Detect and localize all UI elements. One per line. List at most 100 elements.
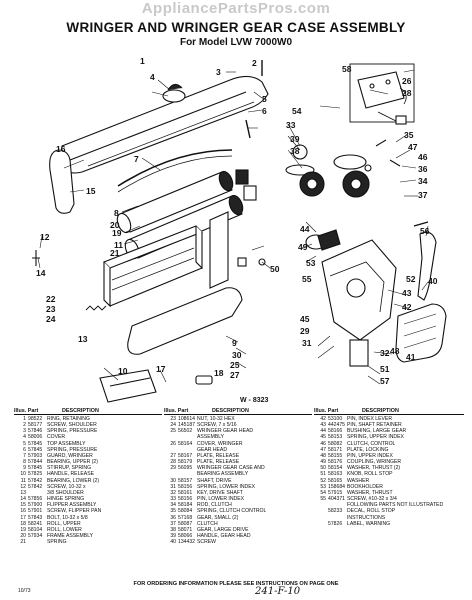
illus-no: 42 <box>320 416 326 422</box>
board-part <box>127 287 243 355</box>
part-no: 56502 <box>178 428 193 435</box>
watermark: AppliancePartsPros.com <box>141 0 331 17</box>
part-description: PIN, INDEX LEVER <box>347 416 393 422</box>
illus-no: 30 <box>170 477 176 484</box>
part-no: 58184 <box>178 502 193 509</box>
part-no: 58163 <box>328 471 343 478</box>
callout: 5 <box>262 94 267 104</box>
illus-no: 7 <box>23 452 26 459</box>
illus-no: 33 <box>170 496 176 503</box>
part-no: 98522 <box>28 416 43 422</box>
callout: 56 <box>420 226 430 236</box>
illus-no: 55 <box>320 496 326 503</box>
illus-no: 25 <box>170 428 176 435</box>
part-no: 57842 <box>28 477 43 484</box>
part-description: HINGE SPRING <box>47 496 85 503</box>
part-no: 158684 <box>328 483 345 490</box>
illus-no: 16 <box>20 508 26 515</box>
part-description: PLATE, RELEASE <box>197 459 240 466</box>
part-no: 145187 <box>178 422 195 429</box>
illus-no: 8 <box>23 459 26 466</box>
callout: 49 <box>298 242 308 252</box>
part-description: SCREW, 7 x 5/16 <box>197 422 237 429</box>
part-no: 57843 <box>28 514 43 521</box>
gear-handle-part <box>417 231 437 301</box>
part-description: FOLLOWING PARTS NOT ILLUSTRATED <box>347 502 444 509</box>
callout: 50 <box>270 264 280 274</box>
callout: 23 <box>46 304 56 314</box>
part-description: STIRRUP, SPRING <box>47 465 92 472</box>
part-no: 404371 <box>328 496 345 503</box>
table-row: INSTRUCTIONS <box>314 515 464 521</box>
part-no: 58156 <box>178 483 193 490</box>
illus-no: 29 <box>170 465 176 472</box>
table-row: BEARING ASSEMBLY <box>164 471 312 477</box>
part-no: 58154 <box>328 465 343 472</box>
illus-no: 40 <box>170 539 176 546</box>
illus-no: 27 <box>170 452 176 459</box>
part-no: 57825 <box>28 471 43 478</box>
part-description: HANDLE, RELEASE <box>47 471 94 478</box>
part-description: SCREW, SHOULDER <box>47 422 97 429</box>
callout: 10 <box>118 366 128 376</box>
illus-no: 47 <box>320 446 326 453</box>
illus-no: 4 <box>23 434 26 441</box>
part-description: BUSHING, LARGE GEAR <box>347 428 407 435</box>
callout: 42 <box>402 302 412 312</box>
upper-roll-part <box>116 170 234 234</box>
handwritten-note: 241-F-10 <box>255 586 301 597</box>
callout: 54 <box>292 106 302 116</box>
part-description: BEARING, UPPER (2) <box>47 459 98 466</box>
callout: 31 <box>302 338 312 348</box>
illus-no: 11 <box>20 477 26 484</box>
illus-no: 9 <box>23 465 26 472</box>
part-description: FLIPPER ASSEMBLY <box>47 502 97 509</box>
part-no: 442475 <box>328 422 345 429</box>
part-no: 58071 <box>178 526 193 533</box>
callout: 51 <box>380 364 390 374</box>
part-description: GEAR, SMALL (2) <box>197 514 239 521</box>
part-description: SCREW, #10-32 x 3/4 <box>347 496 397 503</box>
callout: 30 <box>232 350 242 360</box>
part-no: 58177 <box>28 422 43 429</box>
part-no: 58155 <box>328 452 343 459</box>
callout: 25 <box>230 360 240 370</box>
part-description: 3/8 SHOULDER <box>47 489 84 496</box>
table-row: ASSEMBLY <box>164 434 312 440</box>
part-description: SPRING, CLUTCH CONTROL <box>197 508 267 515</box>
part-no: 58104 <box>28 526 43 533</box>
callout: 16 <box>56 144 66 154</box>
callout: 24 <box>46 314 56 324</box>
part-no: 57901 <box>28 508 43 515</box>
part-no: 57856 <box>28 496 43 503</box>
part-description: ROLL, UPPER <box>47 520 81 527</box>
illus-no: 5 <box>23 440 26 447</box>
callout: 39 <box>290 134 300 144</box>
part-no: 56095 <box>178 465 193 472</box>
page-code: 10/73 <box>18 588 31 594</box>
knob-part <box>162 89 186 103</box>
